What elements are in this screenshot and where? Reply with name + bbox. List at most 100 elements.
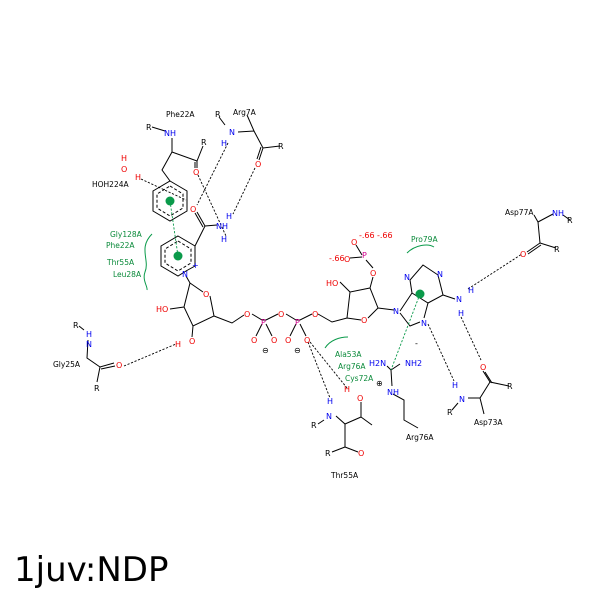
hydrophobic-label: Phe22A xyxy=(106,241,135,250)
atom-label: H xyxy=(121,154,127,163)
atom-label: O xyxy=(361,316,367,325)
residue-labels: Phe22A Arg7A HOH224A Gly25A Thr55A Arg76… xyxy=(53,108,534,480)
atom-label: R xyxy=(94,384,100,393)
atom-label: P xyxy=(295,318,300,327)
atom-label: R xyxy=(146,123,152,132)
residue-label: Asp77A xyxy=(505,208,534,217)
atom-label: NH xyxy=(552,209,564,218)
atom-label: O xyxy=(203,290,209,299)
atom-label: H xyxy=(86,330,92,339)
atom-label: O xyxy=(244,310,250,319)
atom-label: H2N xyxy=(369,359,386,368)
pi-interactions xyxy=(165,196,425,371)
atom-label: O xyxy=(312,310,318,319)
atom-label: H xyxy=(452,381,458,390)
residue-label: Gly25A xyxy=(53,360,81,369)
hydrophobic-label: Cys72A xyxy=(345,374,374,383)
residue-label: Phe22A xyxy=(166,110,195,119)
atom-label: N xyxy=(393,307,399,316)
atom-label: O xyxy=(193,168,199,177)
charge-label: -.66 xyxy=(329,254,345,263)
atom-label: N xyxy=(326,412,332,421)
atom-label: H xyxy=(221,235,227,244)
atom-label: R xyxy=(567,216,573,225)
atom-label: H xyxy=(468,286,474,295)
atom-label: H xyxy=(458,309,464,318)
residue-label: Arg76A xyxy=(406,433,434,442)
atom-label: NH2 xyxy=(405,359,422,368)
atom-label: O xyxy=(358,449,364,458)
atom-label: R xyxy=(201,138,207,147)
atom-label: H xyxy=(226,212,232,221)
ring-centroid xyxy=(173,251,183,261)
atom-label: R xyxy=(507,382,513,391)
atom-label: O xyxy=(304,336,310,345)
atom-label: R xyxy=(73,321,79,330)
charge-label: ⊖ xyxy=(262,346,269,355)
atom-label: O xyxy=(251,336,257,345)
atom-label: H xyxy=(175,340,181,349)
atom-label: O xyxy=(357,394,363,403)
residue-label: Arg7A xyxy=(233,108,257,117)
atom-label: N xyxy=(229,128,235,137)
bonds xyxy=(78,114,571,453)
atom-label: O xyxy=(278,310,284,319)
atom-label: O xyxy=(271,336,277,345)
atom-label: - xyxy=(415,339,418,348)
atom-label: R xyxy=(311,421,317,430)
atom-label: H xyxy=(344,385,350,394)
residue-label: Asp73A xyxy=(474,418,503,427)
charge-label: ⊖ xyxy=(294,346,301,355)
hydrophobic-label: Arg76A xyxy=(338,362,366,371)
charge-label: -.66 xyxy=(359,231,375,240)
atom-label: + xyxy=(192,261,199,270)
hydrophobic-label: Gly128A xyxy=(110,230,143,239)
atom-label: N xyxy=(421,319,427,328)
atom-label: N xyxy=(437,270,443,279)
atom-label: R xyxy=(447,408,453,417)
atom-label: O xyxy=(255,160,261,169)
charge-label: -.66 xyxy=(377,231,393,240)
hydrophobic-label: Leu28A xyxy=(113,270,142,279)
hydrophobic-labels: Gly128A Phe22A Thr55A Leu28A Pro79A Ala5… xyxy=(106,230,438,383)
atom-label: O xyxy=(344,255,350,264)
atom-labels: R NH R O H O H R N H R O O H NH H N + O … xyxy=(73,110,573,458)
atom-label: R xyxy=(325,449,331,458)
atom-label: H xyxy=(327,397,333,406)
atom-label: O xyxy=(520,250,526,259)
atom-label: P xyxy=(261,318,266,327)
ring-centroid xyxy=(415,289,425,299)
atom-label: O xyxy=(285,336,291,345)
charge-label: ⊕ xyxy=(376,379,383,388)
atom-label: N xyxy=(404,273,410,282)
atom-label: HO xyxy=(326,279,338,288)
atom-label: O xyxy=(480,363,486,372)
hydrogen-bonds xyxy=(123,142,523,399)
residue-label: HOH224A xyxy=(92,180,129,189)
hydrophobic-arcs xyxy=(143,233,435,349)
atom-label: H xyxy=(221,139,227,148)
atom-label: O xyxy=(121,165,127,174)
atom-label: N xyxy=(182,270,188,279)
ring-centroid xyxy=(165,196,175,206)
atom-label: O xyxy=(189,337,195,346)
atom-label: R xyxy=(554,245,560,254)
atom-label: O xyxy=(370,269,376,278)
atom-label: NH xyxy=(164,129,176,138)
atom-label: N xyxy=(459,395,465,404)
atom-label: NH xyxy=(387,388,399,397)
hydrophobic-label: Ala53A xyxy=(335,350,362,359)
residue-label: Thr55A xyxy=(330,471,359,480)
atom-label: H xyxy=(135,173,141,182)
atom-label: R xyxy=(215,110,221,119)
atom-label: O xyxy=(116,361,122,370)
atom-label: N xyxy=(456,295,462,304)
atom-label: R xyxy=(278,142,284,151)
atom-label: O xyxy=(190,205,196,214)
hydrophobic-label: Pro79A xyxy=(411,235,438,244)
atom-label: NH xyxy=(216,222,228,231)
atom-label: HO xyxy=(156,305,168,314)
atom-label: O xyxy=(351,238,357,247)
